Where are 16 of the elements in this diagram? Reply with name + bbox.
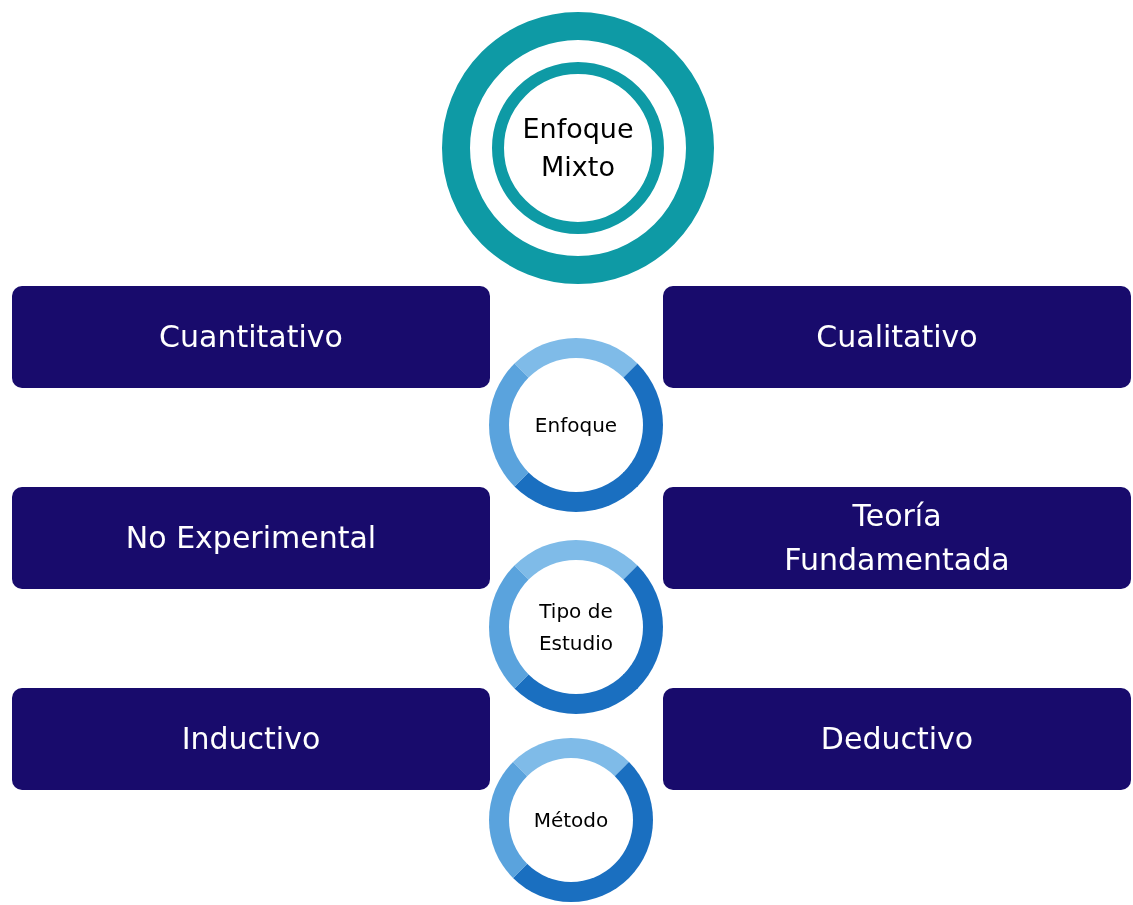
node-label: Cuantitativo — [159, 318, 343, 356]
node-label: Enfoque — [533, 412, 619, 439]
category-box — [663, 286, 1131, 388]
node-label: Inductivo — [181, 720, 321, 758]
category-box — [12, 286, 490, 388]
node-label: Enfoque Mixto — [521, 112, 635, 184]
node-label: Teoría Fundamentada — [783, 497, 1011, 579]
node-label: Deductivo — [820, 720, 974, 758]
category-box — [12, 688, 490, 790]
node-label: Método — [532, 807, 610, 834]
category-box — [663, 487, 1131, 589]
category-box — [663, 688, 1131, 790]
category-box — [12, 487, 490, 589]
node-label: Cualitativo — [816, 318, 978, 356]
node-label: No Experimental — [125, 519, 377, 557]
node-label: Tipo de Estudio — [537, 598, 615, 657]
